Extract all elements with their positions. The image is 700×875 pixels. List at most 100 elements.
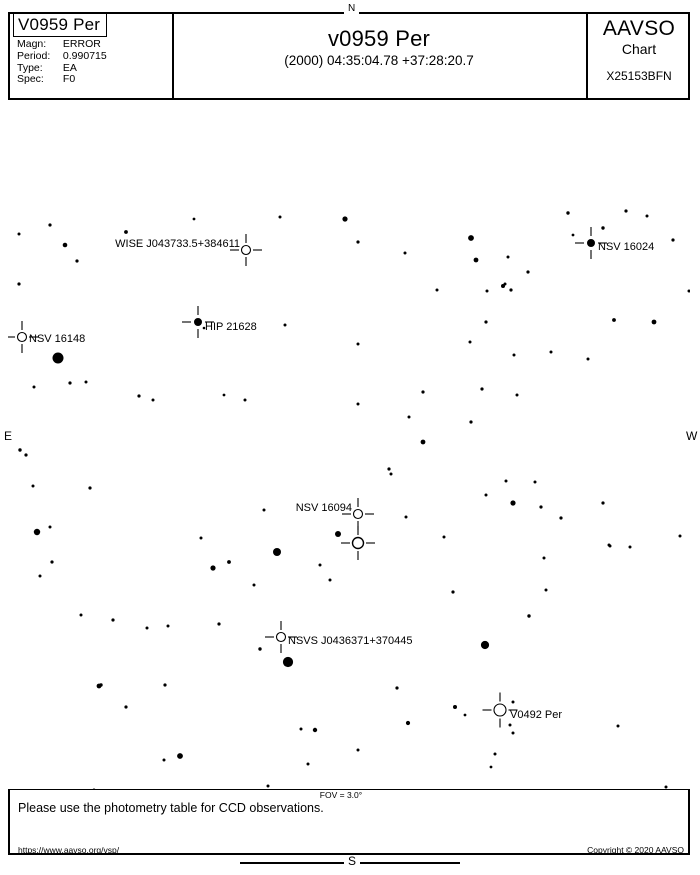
field-star-marker (17, 232, 21, 236)
field-star-marker (506, 255, 510, 259)
variable-star-marker[interactable]: NSV 16148 (8, 321, 85, 353)
field-star-marker (671, 238, 675, 242)
field-star-marker (405, 720, 411, 726)
field-star-marker (217, 622, 221, 626)
metadata-value: EA (62, 61, 77, 74)
field-star-marker (542, 556, 546, 560)
field-star-marker (38, 574, 42, 578)
field-star-marker (299, 727, 303, 731)
field-star-marker (473, 257, 479, 263)
field-star-marker (533, 480, 537, 484)
cardinal-west-label: W (684, 429, 700, 443)
field-star-marker (32, 385, 36, 389)
field-star-marker (484, 493, 488, 497)
header-star-info-panel: V0959 Per Magn: ERROR Period: 0.990715 T… (8, 12, 174, 98)
field-star-marker (166, 624, 170, 628)
field-star-marker (151, 398, 155, 402)
metadata-value: 0.990715 (62, 49, 107, 62)
variable-star-marker[interactable]: HIP 21628 (182, 306, 257, 338)
field-star-marker (17, 282, 21, 286)
variable-star-label: WISE J043733.5+384611 (115, 238, 240, 250)
field-star-marker (453, 705, 457, 709)
field-star-marker (515, 393, 519, 397)
vsp-url-link[interactable]: https://www.aavso.org/vsp/ (18, 845, 120, 855)
field-star-marker (79, 613, 83, 617)
field-star-marker (435, 288, 439, 292)
field-star-marker (407, 415, 411, 419)
field-star-marker (356, 240, 360, 244)
field-star-marker (678, 534, 682, 538)
copyright-label: Copyright © 2020 AAVSO (587, 845, 684, 855)
field-star-marker (451, 590, 455, 594)
variable-star-marker[interactable]: V0492 Per (482, 692, 563, 728)
field-star-marker (199, 536, 203, 540)
variable-star-label: NSV 16148 (29, 333, 85, 345)
chart-id-label: X25153BFN (606, 69, 672, 83)
field-star-marker (111, 618, 115, 622)
field-star-marker (421, 390, 425, 394)
field-star-marker (84, 380, 88, 384)
field-star-marker (356, 402, 360, 406)
variable-star-marker[interactable]: NSV 16094 (296, 498, 374, 530)
field-star-marker (162, 758, 166, 762)
field-star-marker (145, 626, 149, 630)
open-star-circle (351, 536, 365, 550)
field-star-marker (222, 393, 226, 397)
header-title-panel: v0959 Per (2000) 04:35:04.78 +37:28:20.7 (174, 12, 584, 98)
open-star-circle (352, 508, 364, 520)
metadata-row-spectral-class: Spec: F0 (17, 74, 107, 86)
field-star-marker (468, 340, 472, 344)
field-star-marker (252, 583, 256, 587)
field-star-marker (92, 788, 96, 789)
field-star-marker (266, 784, 270, 788)
field-star-marker (282, 656, 294, 668)
filled-star-disc (194, 318, 202, 326)
field-star-marker (601, 226, 605, 230)
field-star-marker (48, 525, 52, 529)
field-star-marker (312, 727, 318, 733)
variable-star-marker[interactable]: WISE J043733.5+384611 (115, 234, 262, 266)
field-star-marker (328, 578, 332, 582)
field-star-marker (48, 223, 52, 227)
field-star-marker (124, 230, 128, 234)
field-star-marker (651, 319, 657, 325)
field-star-marker (512, 353, 516, 357)
field-star-marker (227, 560, 231, 564)
field-star-marker (645, 214, 649, 218)
open-star-circle (240, 244, 252, 256)
field-star-marker (527, 614, 531, 618)
variable-star-marker[interactable]: NSV 16024 (575, 227, 654, 259)
field-star-marker (664, 785, 668, 789)
field-star-marker (484, 320, 488, 324)
field-star-marker (566, 211, 570, 215)
field-star-marker (526, 270, 530, 274)
field-star-marker (356, 748, 360, 752)
org-logo-text: AAVSO (602, 17, 676, 40)
field-star-marker (202, 326, 206, 330)
star-metadata-list: Magn: ERROR Period: 0.990715 Type: EA Sp… (17, 38, 107, 86)
field-star-marker (489, 765, 493, 769)
field-star-marker (96, 683, 102, 689)
header-org-panel: AAVSO Chart X25153BFN (586, 12, 690, 98)
field-star-marker (278, 215, 282, 219)
page-title: v0959 Per (327, 26, 431, 51)
metadata-row-type: Type: EA (17, 61, 107, 75)
field-star-marker (628, 545, 632, 549)
field-star-marker (463, 713, 467, 717)
org-subtitle: Chart (621, 41, 657, 57)
field-star-marker (306, 762, 310, 766)
variable-star-marker[interactable]: NSVS J0436371+370445 (265, 621, 412, 653)
cardinal-south-label: S (344, 855, 361, 868)
field-star-marker (124, 705, 128, 709)
field-star-marker (480, 640, 490, 650)
variable-star-label: HIP 21628 (205, 321, 257, 333)
field-star-marker (62, 242, 68, 248)
field-star-marker (389, 472, 393, 476)
field-star-marker (601, 501, 605, 505)
variable-star-label: V0492 Per (510, 709, 562, 721)
field-star-marker (544, 588, 548, 592)
field-star-marker (469, 420, 473, 424)
target-star-marker[interactable] (341, 526, 375, 560)
